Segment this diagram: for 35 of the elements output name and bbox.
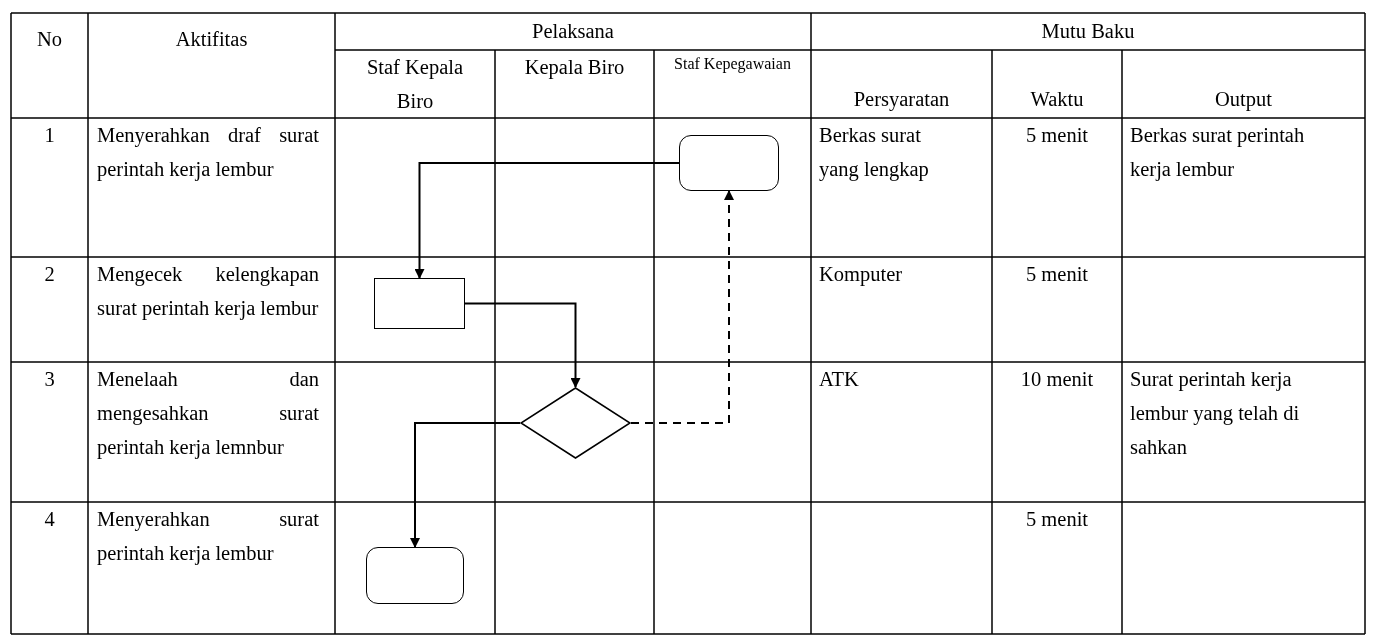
column-header: Kepala Biro [523, 55, 626, 81]
requirement-text: Komputer [819, 262, 904, 288]
arrow [410, 422, 521, 548]
requirement-text: ATK [819, 367, 860, 392]
column-header: No [35, 27, 64, 52]
column-header: Staf Kepala Biro [365, 55, 465, 114]
output-text: Berkas surat perintah kerja lembur [1130, 123, 1306, 183]
terminal-box [679, 135, 779, 191]
arrow [464, 302, 581, 388]
activity-text: Mengecek kelengkapan surat perintah kerja lembur [97, 262, 319, 322]
column-header: Aktifitas [174, 27, 249, 52]
time-text: 5 menit [1024, 507, 1090, 532]
time-text: 10 menit [1019, 367, 1095, 392]
row-number: 3 [43, 367, 56, 392]
row-number: 1 [43, 123, 56, 148]
output-text: Surat perintah kerja lembur yang telah di sahkan [1130, 367, 1301, 460]
column-header: Mutu Baku [1040, 19, 1136, 44]
column-header: Waktu [1029, 87, 1085, 112]
time-text: 5 menit [1024, 262, 1090, 287]
row-number: 4 [43, 507, 56, 532]
terminal-box [366, 547, 464, 604]
decision-diamond [520, 387, 631, 459]
column-header: Staf Kepegawaian [674, 54, 791, 75]
activity-text: Menelaah dan mengesahkan surat perintah kerja lemnbur [97, 367, 319, 461]
column-header: Persyaratan [852, 87, 951, 113]
activity-text: Menyerahkan surat perintah kerja lembur [97, 507, 319, 567]
row-number: 2 [43, 262, 56, 287]
column-header: Pelaksana [531, 19, 615, 44]
activity-text: Menyerahkan draf surat perintah kerja lembur [97, 123, 319, 183]
process-box [374, 278, 465, 329]
time-text: 5 menit [1024, 123, 1090, 148]
arrow [414, 162, 680, 279]
arrow [630, 190, 734, 424]
requirement-text: Berkas surat yang lengkap [819, 123, 930, 183]
column-header: Output [1214, 87, 1273, 113]
